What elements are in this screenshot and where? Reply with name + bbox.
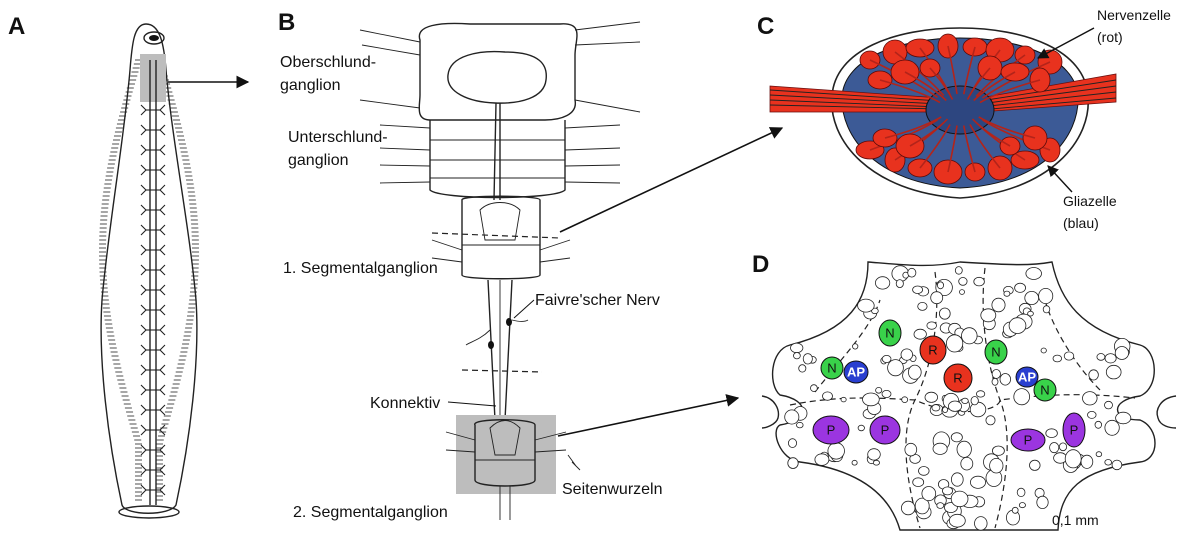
esophagus-ring <box>448 52 546 104</box>
label-nervenzelle-1: Nervenzelle <box>1097 7 1171 23</box>
cord-ganglia <box>141 105 165 495</box>
panel-d: D N N AP R R N AP N <box>752 251 1176 530</box>
neuron-n-2-label: N <box>827 361 836 376</box>
neuron-n-1-label: N <box>885 326 894 341</box>
label-gliazelle-2: (blau) <box>1063 215 1099 231</box>
panel-d-letter: D <box>752 251 769 278</box>
neuron-p-3-label: P <box>1024 433 1033 448</box>
arrow-b-to-c <box>560 128 782 232</box>
neuron-p-2-label: P <box>881 423 890 438</box>
posterior-sucker <box>119 506 179 518</box>
subesophageal-ganglion <box>430 120 565 198</box>
neuron-n-4-label: N <box>1040 383 1049 398</box>
label-unterschlund-1: Unterschlund- <box>288 129 388 146</box>
label-nervenzelle-2: (rot) <box>1097 29 1123 45</box>
label-faivre: Faivre'scher Nerv <box>535 292 660 309</box>
label-oberschlund-1: Oberschlund- <box>280 54 376 71</box>
neuron-ap-2-label: AP <box>1018 370 1036 385</box>
arrow-gliazelle <box>1048 166 1072 192</box>
arrow-nervenzelle <box>1038 28 1094 58</box>
dash-line-2 <box>462 370 542 372</box>
panel-a: A <box>8 13 248 518</box>
neuron-n-3-label: N <box>991 345 1000 360</box>
neuron-r-2-label: R <box>953 371 962 386</box>
neuron-p-4-label: P <box>1070 423 1079 438</box>
supraesophageal-ganglion <box>419 23 577 120</box>
connective-stub-right <box>1157 396 1176 428</box>
segmental-ganglion-1 <box>462 196 540 279</box>
body-annuli <box>99 60 199 500</box>
neuropil <box>926 86 994 134</box>
neuron-p-1-label: P <box>827 423 836 438</box>
scale-label: 0,1 mm <box>1052 512 1099 528</box>
head-ganglion-highlight <box>140 54 166 102</box>
neuron-ap-1-label: AP <box>847 365 865 380</box>
label-segmental-1: 1. Segmentalganglion <box>283 260 438 277</box>
label-konnektiv: Konnektiv <box>370 395 440 412</box>
ganglion-2-highlight <box>456 415 556 494</box>
label-segmental-2: 2. Segmentalganglion <box>293 504 448 521</box>
label-oberschlund-2: ganglion <box>280 77 341 94</box>
label-gliazelle-1: Gliazelle <box>1063 193 1117 209</box>
panel-b: B Oberschlund- ganglion Unt <box>278 9 782 521</box>
panel-c-letter: C <box>757 13 774 40</box>
connective-stub-left <box>762 396 778 428</box>
leech-body <box>99 24 199 518</box>
panel-a-letter: A <box>8 13 25 40</box>
label-seitenwurzeln: Seitenwurzeln <box>562 481 663 498</box>
small-neurons <box>785 266 1131 531</box>
arrow-b-to-d <box>558 398 738 436</box>
panel-b-letter: B <box>278 9 295 36</box>
panel-c: C Nervenzelle (rot) Gliazelle (blau) <box>757 7 1171 231</box>
label-unterschlund-2: ganglion <box>288 152 349 169</box>
neuron-r-1-label: R <box>928 343 937 358</box>
dash-line-1 <box>432 233 560 238</box>
